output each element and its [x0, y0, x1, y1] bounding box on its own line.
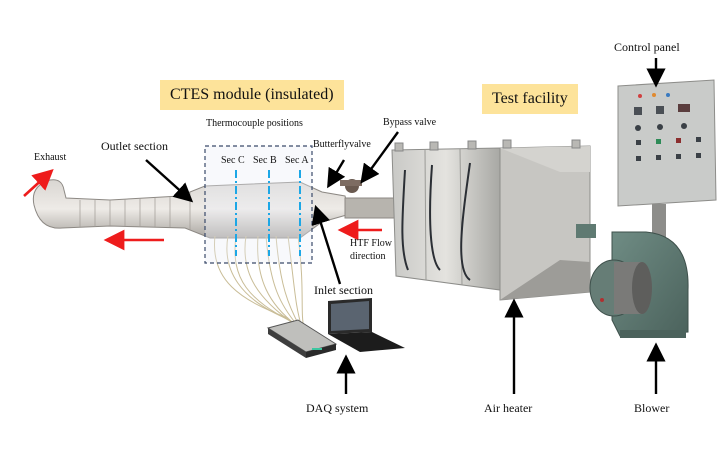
daq-unit	[266, 298, 405, 358]
control-panel-label: Control panel	[614, 40, 680, 54]
section-lines	[235, 170, 301, 256]
ctes-module-title: CTES module (insulated)	[160, 80, 344, 110]
flow-arrows	[23, 169, 382, 251]
arrow-inlet-section	[311, 204, 342, 285]
daq-system-label: DAQ system	[306, 401, 369, 415]
exhaust-label: Exhaust	[34, 152, 67, 163]
control-panel	[617, 79, 717, 254]
thermocouple-region-box	[204, 145, 313, 264]
htf-flow-label-line2: direction	[350, 251, 386, 262]
section-c-label: Sec C	[221, 155, 245, 166]
outlet-section-label: Outlet section	[101, 139, 168, 153]
test-facility-title: Test facility	[482, 84, 578, 114]
htf-flow-label-line1: HTF Flow	[350, 238, 392, 249]
air-heater	[391, 139, 596, 301]
butterfly-valve-label: Butterflyvalve	[313, 139, 371, 150]
thermocouple-positions-label: Thermocouple positions	[206, 118, 303, 129]
arrow-bypass-valve	[360, 131, 399, 184]
bypass-valve-label: Bypass valve	[383, 117, 437, 128]
arrow-outlet-section	[145, 159, 194, 203]
blower	[589, 231, 689, 338]
inlet-section-label: Inlet section	[314, 283, 373, 297]
pointer-arrows	[145, 58, 666, 394]
arrow-exhaust-flow	[23, 169, 54, 197]
laptop-base	[328, 332, 405, 352]
section-b-label: Sec B	[253, 155, 277, 166]
section-a-label: Sec A	[285, 155, 309, 166]
air-heater-label: Air heater	[484, 401, 533, 415]
blower-label: Blower	[634, 401, 670, 415]
arrow-butterfly-valve	[327, 159, 346, 189]
